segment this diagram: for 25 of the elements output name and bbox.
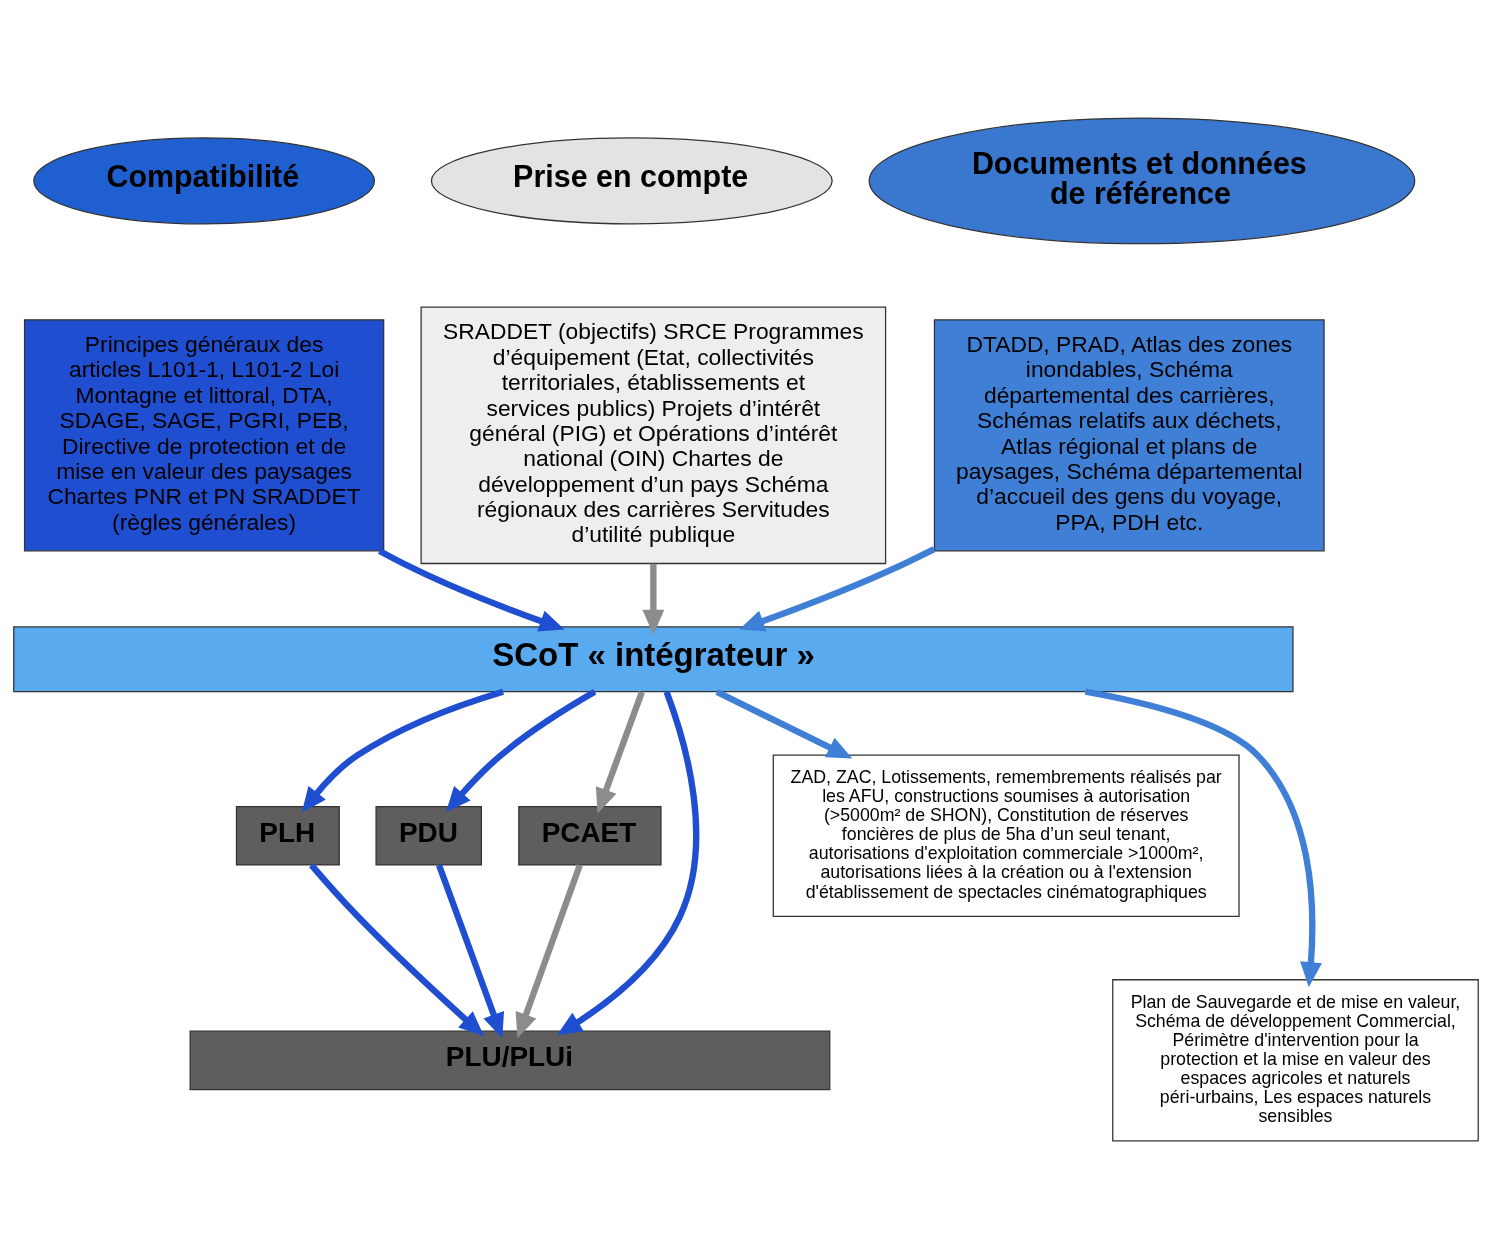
- arrow: [309, 863, 485, 1037]
- arrow: [595, 691, 645, 814]
- node-ellipse: Compatibilité: [33, 137, 376, 225]
- node-box: SCoT « intégrateur »: [13, 626, 1294, 693]
- arrow: [436, 864, 505, 1039]
- arrow: [515, 864, 583, 1039]
- arrow: [378, 548, 565, 632]
- arrow: [301, 688, 505, 813]
- arrow: [445, 689, 597, 813]
- arrow: [642, 563, 665, 635]
- node-ellipse: Documents et données de référence: [868, 117, 1416, 245]
- node-box: Principes généraux des articles L101-1, L101-2 Loi Montagne et littoral, DTA, SDAGE, SAGE, PGRI, PEB, Directive de protection et de mise en valeur des paysages Chartes PNR et PN SRADDET (règles générales): [23, 319, 385, 552]
- node-box: PLU/PLUi: [189, 1030, 831, 1091]
- node-box: PCAET: [518, 805, 662, 866]
- node-box: ZAD, ZAC, Lotissements, remembrements réalisés par les AFU, constructions soumises à autorisation (>5000m² de SHON), Constitution de réserves foncières de plus de 5ha d’un seul tenant, autorisations d'exploitation commerciale >1000m², autorisations liées à la création ou à l'extension d'établissement de spectacles cinématographiques: [772, 754, 1240, 917]
- arrow: [1084, 688, 1322, 988]
- arrow: [556, 690, 700, 1036]
- node-box: SRADDET (objectifs) SRCE Programmes d’équipement (Etat, collectivités territoriales, établissements et services publics) Projets d’intérêt général (PIG) et Opérations d’intérêt national (OIN) Chartes de développement d’un pays Schéma régionaux des carrières Servitudes d’utilité publique: [420, 306, 887, 565]
- arrow: [715, 689, 853, 759]
- node-box: PDU: [375, 805, 483, 866]
- node-ellipse: Prise en compte: [430, 137, 833, 225]
- node-box: PLH: [235, 805, 340, 866]
- node-box: Plan de Sauvegarde et de mise en valeur, Schéma de développement Commercial, Périmètre d'intervention pour la protection et la mise en valeur des espaces agricoles et naturels péri-urbains, Les espaces naturels sensibles: [1112, 979, 1479, 1142]
- arrow: [739, 546, 936, 632]
- node-box: DTADD, PRAD, Atlas des zones inondables, Schéma départemental des carrières, Schémas relatifs aux déchets, Atlas régional et plans de paysages, Schéma départemental d’accueil des gens du voyage, PPA, PDH etc.: [933, 319, 1325, 552]
